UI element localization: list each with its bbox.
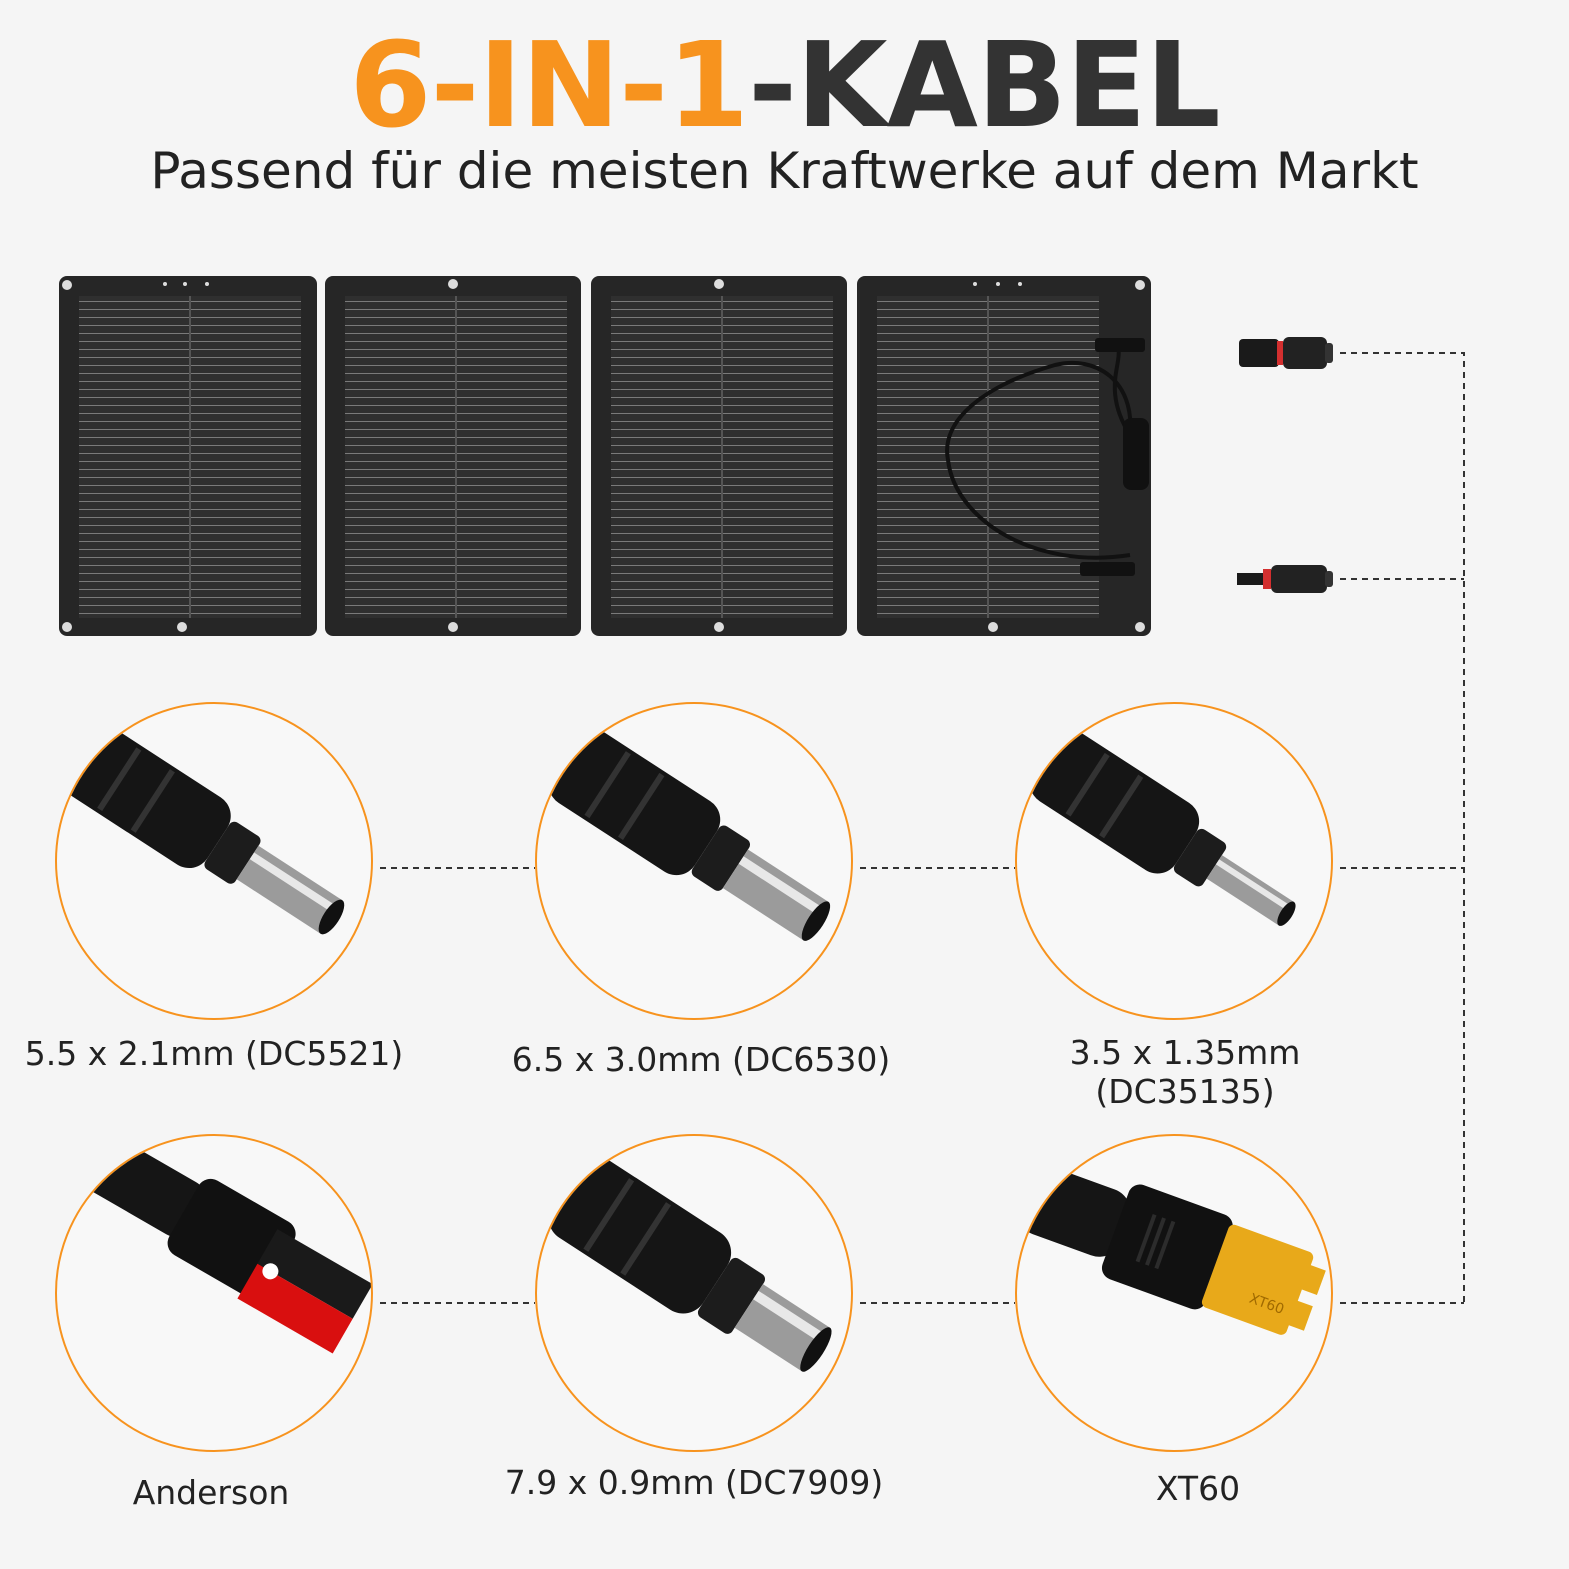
connector-circle-anderson (55, 1134, 373, 1452)
title-highlight: 6-IN-1 (349, 16, 749, 154)
connector-circle-xt60: XT60 (1015, 1134, 1333, 1452)
barrel-plug-icon (1029, 730, 1296, 926)
label-xt60: XT60 (1155, 1469, 1241, 1508)
mc4-female-icon (1239, 337, 1333, 369)
label-anderson: Anderson (132, 1473, 290, 1512)
junction-box (1123, 418, 1149, 490)
connector-circle-dc35135 (1015, 702, 1333, 1020)
title-main: -KABEL (748, 16, 1220, 154)
panel-grommets (62, 279, 1145, 632)
anderson-plug-icon (74, 1136, 371, 1354)
barrel-plug-icon (61, 725, 345, 935)
connector-circle-dc6530 (535, 702, 853, 1020)
label-dc35135: 3.5 x 1.35mm (DC35135) (1069, 1033, 1301, 1111)
barrel-plug-icon (548, 728, 831, 941)
mc4-line-top (1340, 352, 1465, 1303)
panel-sections (59, 276, 1151, 636)
label-dc6530: 6.5 x 3.0mm (DC6530) (511, 1040, 891, 1079)
page-title: 6-IN-1-KABEL (0, 20, 1569, 150)
connector-circle-dc5521 (55, 702, 373, 1020)
xt60-plug-icon: XT60 (1017, 1166, 1326, 1335)
label-dc5521: 5.5 x 2.1mm (DC5521) (24, 1034, 404, 1073)
solar-panel-image (59, 276, 1151, 636)
connector-circle-dc7909 (535, 1134, 853, 1452)
barrel-plug-icon (548, 1156, 832, 1372)
mc4-male-icon (1237, 565, 1333, 593)
page-subtitle: Passend für die meisten Kraftwerke auf d… (150, 142, 1419, 200)
label-dc7909: 7.9 x 0.9mm (DC7909) (504, 1463, 884, 1502)
